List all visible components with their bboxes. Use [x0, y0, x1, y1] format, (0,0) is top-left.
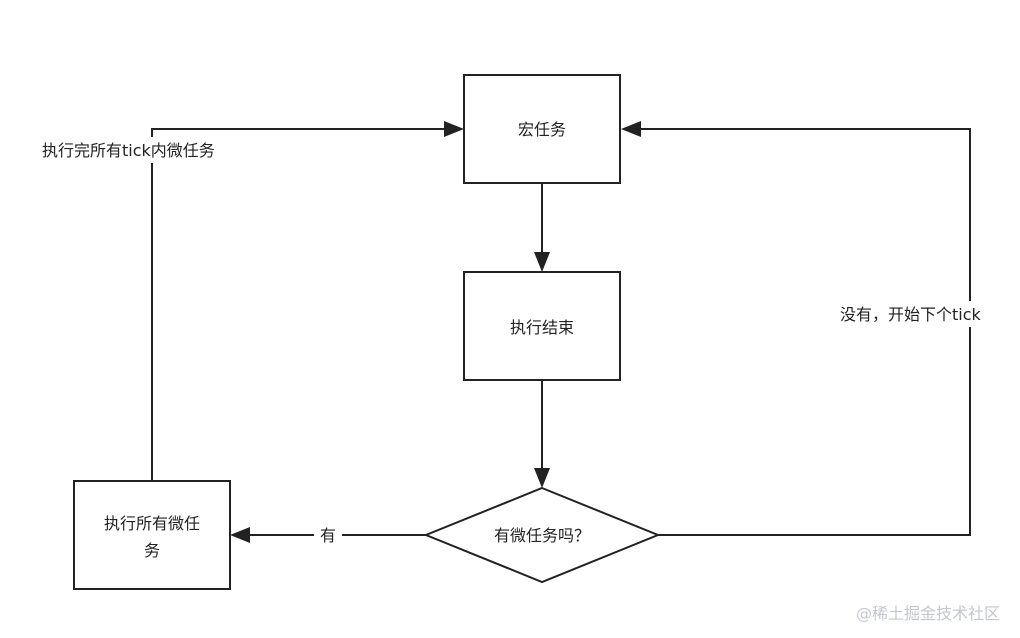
node-run-all-micro-tasks-label-line2: 务	[144, 541, 160, 560]
node-macro-task-box	[463, 74, 621, 184]
node-has-micro-tasks-diamond	[423, 486, 661, 584]
edge-micro-to-macro-arrow	[444, 121, 464, 137]
edge-macro-to-end-arrow	[534, 252, 550, 272]
edge-check-no-label-bg	[840, 301, 1015, 327]
node-execution-end-box	[463, 271, 621, 381]
node-run-all-micro-tasks: 执行所有微任 务	[73, 480, 231, 590]
node-run-all-micro-tasks-box	[73, 480, 231, 590]
node-execution-end-label: 执行结束	[510, 318, 574, 337]
watermark: @稀土掘金技术社区	[855, 604, 1000, 623]
node-macro-task-label: 宏任务	[518, 120, 566, 139]
edge-check-no-arrow	[621, 121, 641, 137]
node-execution-end: 执行结束	[463, 271, 621, 381]
node-has-micro-tasks: 有微任务吗？	[423, 486, 661, 584]
edge-check-no-line	[641, 128, 971, 536]
edge-end-to-check-arrow	[534, 468, 550, 488]
edge-check-yes-label-bg	[314, 524, 342, 546]
edge-macro-to-end	[534, 183, 550, 272]
edge-check-yes-label: 有	[320, 526, 336, 545]
edge-check-yes: 有	[230, 524, 426, 546]
edge-check-no: 没有，开始下个tick	[621, 121, 1015, 536]
edge-micro-to-macro: 执行完所有tick内微任务	[40, 121, 464, 481]
edge-end-to-check	[534, 380, 550, 488]
edge-micro-to-macro-label: 执行完所有tick内微任务	[42, 141, 215, 160]
edge-micro-to-macro-label-bg	[40, 137, 268, 163]
node-macro-task: 宏任务	[463, 74, 621, 184]
node-run-all-micro-tasks-label-line1: 执行所有微任	[104, 514, 200, 533]
node-has-micro-tasks-label: 有微任务吗？	[494, 526, 590, 545]
edge-micro-to-macro-line	[151, 128, 444, 481]
edge-check-no-label: 没有，开始下个tick	[840, 305, 982, 324]
edge-check-yes-arrow	[230, 527, 250, 543]
